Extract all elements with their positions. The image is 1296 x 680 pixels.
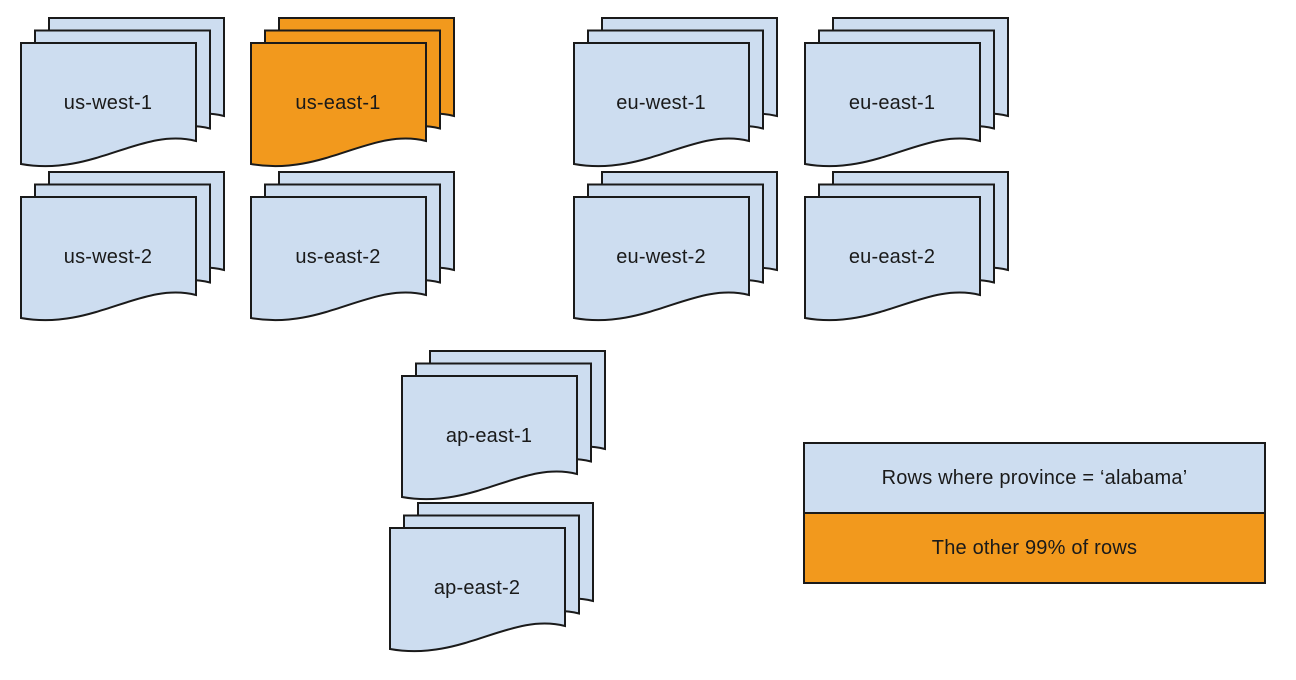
document-stack-icon xyxy=(250,17,455,168)
region-stack-us-east-1: us-east-1 xyxy=(250,17,460,181)
document-sheet xyxy=(804,196,981,322)
document-stack-icon xyxy=(389,502,594,653)
document-sheet xyxy=(20,196,197,322)
document-sheet xyxy=(401,375,578,501)
document-stack-icon xyxy=(20,171,225,322)
document-stack-icon xyxy=(573,17,778,168)
document-stack-icon xyxy=(401,350,606,501)
region-stack-us-west-2: us-west-2 xyxy=(20,171,230,335)
document-stack-icon xyxy=(804,171,1009,322)
document-sheet xyxy=(20,42,197,168)
document-stack-icon xyxy=(573,171,778,322)
document-sheet xyxy=(389,527,566,653)
region-stack-ap-east-2: ap-east-2 xyxy=(389,502,599,666)
document-sheet xyxy=(250,196,427,322)
legend-row-default: Rows where province = ‘alabama’ xyxy=(803,442,1266,514)
legend: Rows where province = ‘alabama’The other… xyxy=(803,442,1266,584)
region-stack-us-west-1: us-west-1 xyxy=(20,17,230,181)
region-stack-eu-east-2: eu-east-2 xyxy=(804,171,1014,335)
document-sheet xyxy=(573,42,750,168)
region-stack-eu-west-1: eu-west-1 xyxy=(573,17,783,181)
document-sheet xyxy=(573,196,750,322)
legend-row-highlight: The other 99% of rows xyxy=(803,512,1266,584)
region-stack-eu-east-1: eu-east-1 xyxy=(804,17,1014,181)
document-stack-icon xyxy=(250,171,455,322)
document-stack-icon xyxy=(20,17,225,168)
region-stack-us-east-2: us-east-2 xyxy=(250,171,460,335)
document-stack-icon xyxy=(804,17,1009,168)
region-stack-ap-east-1: ap-east-1 xyxy=(401,350,611,514)
region-stack-eu-west-2: eu-west-2 xyxy=(573,171,783,335)
document-sheet xyxy=(250,42,427,168)
document-sheet xyxy=(804,42,981,168)
